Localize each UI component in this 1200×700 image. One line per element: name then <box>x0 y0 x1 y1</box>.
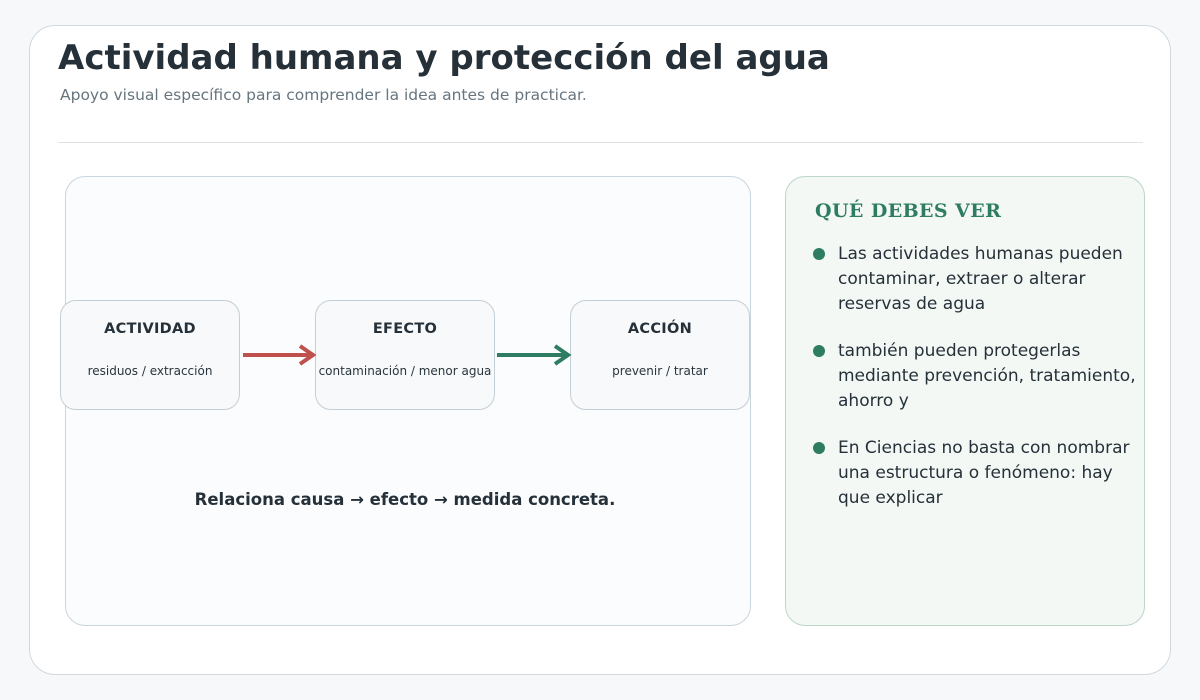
header-divider <box>58 142 1143 143</box>
bullet-text: En Ciencias no basta con nombrar una est… <box>838 438 1130 508</box>
bullet-dot-icon <box>813 248 825 260</box>
info-panel <box>785 176 1145 626</box>
bullet-dot-icon <box>813 345 825 357</box>
bullet-text: también pueden protegerlas mediante prev… <box>838 341 1136 411</box>
node-subtitle: residuos / extracción <box>87 364 213 378</box>
node-actividad: ACTIVIDAD residuos / extracción <box>60 300 240 410</box>
node-title: ACTIVIDAD <box>104 321 196 337</box>
node-accion: ACCIÓN prevenir / tratar <box>570 300 750 410</box>
node-subtitle: contaminación / menor agua <box>318 364 492 378</box>
diagram-caption: Relaciona causa → efecto → medida concre… <box>194 490 616 509</box>
info-bullet: En Ciencias no basta con nombrar una est… <box>813 436 1138 511</box>
node-efecto: EFECTO contaminación / menor agua <box>315 300 495 410</box>
page-title: Actividad humana y protección del agua <box>58 38 830 78</box>
bullet-text: Las actividades humanas pueden contamina… <box>838 244 1123 314</box>
page-subtitle: Apoyo visual específico para comprender … <box>60 86 587 104</box>
node-title: EFECTO <box>372 321 438 337</box>
info-bullet: también pueden protegerlas mediante prev… <box>813 339 1138 414</box>
node-title: ACCIÓN <box>627 321 693 337</box>
info-heading: QUÉ DEBES VER <box>815 200 1002 222</box>
node-subtitle: prevenir / tratar <box>612 364 708 378</box>
info-bullet: Las actividades humanas pueden contamina… <box>813 242 1138 317</box>
bullet-dot-icon <box>813 442 825 454</box>
